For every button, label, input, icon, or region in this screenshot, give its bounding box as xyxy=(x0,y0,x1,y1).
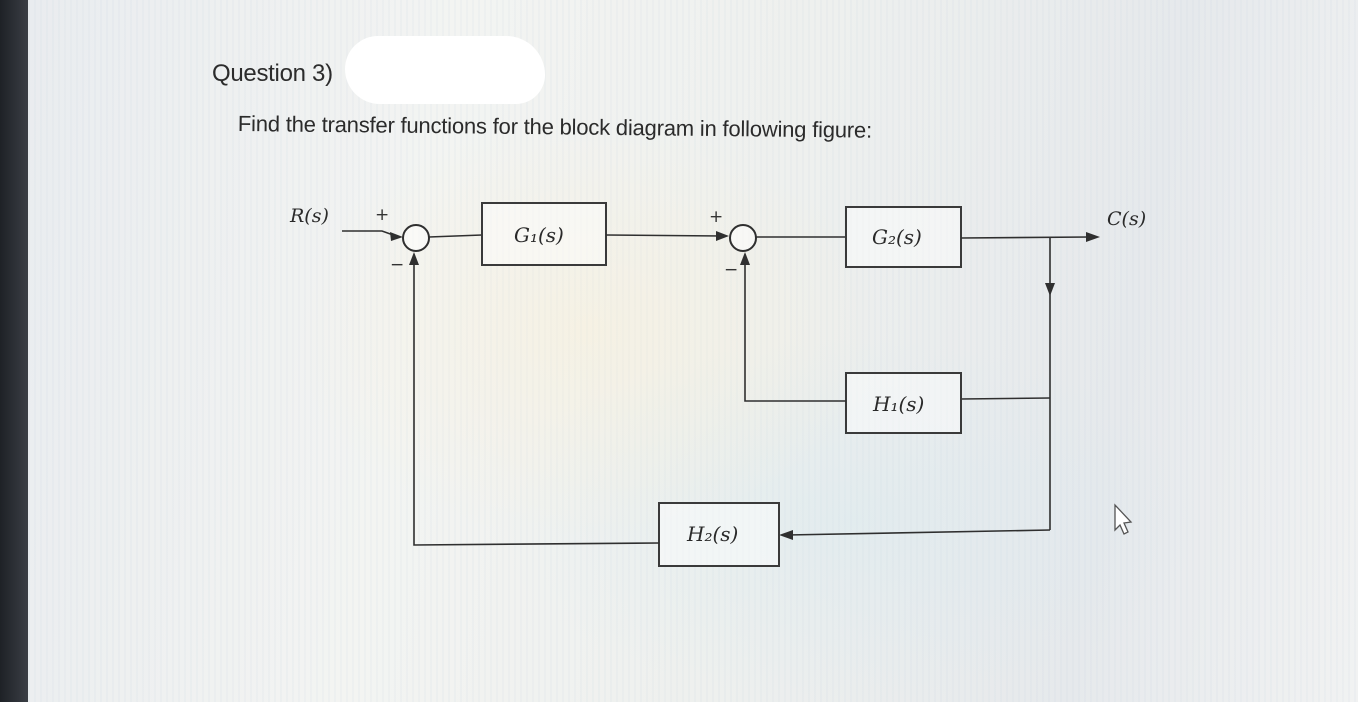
question-title: Question 3) xyxy=(212,60,333,87)
monitor-bezel xyxy=(0,0,28,702)
h1-feedback-line xyxy=(744,258,846,402)
g2-block xyxy=(845,206,962,268)
sum2-minus-sign: − xyxy=(724,260,738,280)
document-photo xyxy=(28,0,1358,702)
summing-junction-2 xyxy=(729,224,757,252)
output-arrowhead xyxy=(1086,232,1100,242)
sum1-feedback-arrowhead xyxy=(409,252,419,265)
g1-label: G₁(s) xyxy=(514,223,564,247)
sum2-input-arrowhead xyxy=(716,231,729,241)
h2-label: H₂(s) xyxy=(686,522,738,546)
sum1-to-g1-line xyxy=(428,234,483,238)
g1-block xyxy=(481,202,607,266)
h2-block xyxy=(658,502,780,567)
redaction-mark xyxy=(345,36,545,104)
h2-input-line xyxy=(786,529,1051,536)
h1-label: H₁(s) xyxy=(872,392,924,416)
sum2-plus-sign: + xyxy=(709,207,723,227)
mouse-cursor-icon xyxy=(1114,503,1133,535)
h2-feedback-line xyxy=(413,258,660,546)
sum2-feedback-arrowhead xyxy=(740,252,750,265)
input-arrowhead xyxy=(390,232,403,241)
g2-label: G₂(s) xyxy=(872,225,922,249)
input-label: R(s) xyxy=(289,205,329,227)
input-line xyxy=(342,230,397,237)
summing-junction-1 xyxy=(402,224,430,252)
h2-input-arrowhead xyxy=(779,530,793,540)
sum1-minus-sign: − xyxy=(390,255,404,275)
sum1-plus-sign: + xyxy=(375,205,389,225)
h1-input-line xyxy=(960,397,1051,400)
g1-to-sum2-line xyxy=(605,234,723,237)
h1-block xyxy=(845,372,962,434)
output-label: C(s) xyxy=(1107,208,1146,230)
takeoff-down-arrowhead xyxy=(1045,283,1055,296)
output-line xyxy=(960,236,1091,239)
